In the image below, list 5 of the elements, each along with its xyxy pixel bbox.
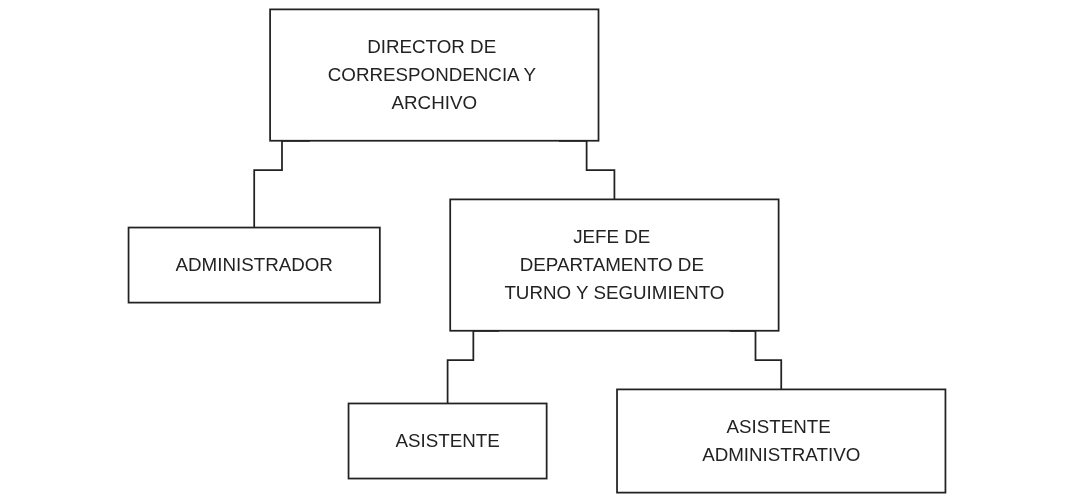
- node-box: ASISTENTE: [347, 402, 548, 480]
- node-box: ASISTENTE ADMINISTRATIVO: [616, 388, 947, 494]
- node-box: DIRECTOR DE CORRESPONDENCIA Y ARCHIVO: [269, 8, 600, 142]
- node-box: ADMINISTRADOR: [127, 226, 381, 304]
- node-box: JEFE DE DEPARTAMENTO DE TURNO Y SEGUIMIENTO: [449, 198, 780, 332]
